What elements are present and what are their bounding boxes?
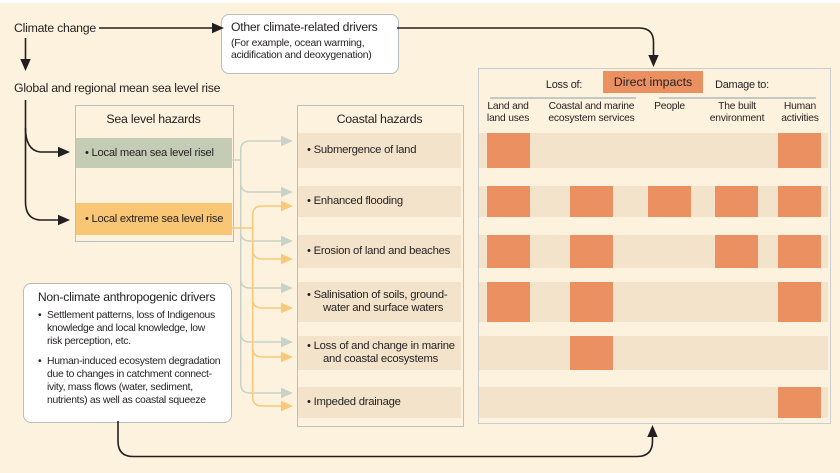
other-drivers-title: Other climate-related drivers xyxy=(231,20,378,34)
coastal-hazard-row: Submergence of land xyxy=(298,133,461,168)
impact-cell xyxy=(487,133,530,168)
impact-cell xyxy=(487,282,530,322)
hazard-label: Erosion of land and beaches xyxy=(298,245,461,258)
arrowhead-right-icon xyxy=(58,146,70,158)
impact-cell xyxy=(715,235,758,268)
local-extreme-slr-bar: Local extreme sea level rise xyxy=(76,203,232,235)
arrow-otherdrivers-to-impacts xyxy=(397,27,655,55)
hazard-label: Submergence of land xyxy=(298,144,461,157)
hazard-label-cont: water and surface waters xyxy=(323,302,444,314)
arrowhead-right-icon xyxy=(58,214,70,226)
impact-matrix-row xyxy=(479,186,828,217)
bullet-line: Human-induced ecosystem degradation xyxy=(38,355,225,368)
coastal-hazard-row: Enhanced flooding xyxy=(298,186,461,217)
column-header-ecosystem: Coastal and marine ecosystem services xyxy=(548,101,635,125)
other-drivers-subtitle-line1: (For example, ocean warming, xyxy=(231,38,365,49)
column-header-people: People xyxy=(654,101,685,112)
mean-slr-arrowheads xyxy=(281,135,293,399)
direct-impacts-badge: Direct impacts xyxy=(603,71,703,93)
bullet-line: nutrients) as well as coastal squeeze xyxy=(47,395,206,407)
other-drivers-subtitle-line2: acidification and deoxygenation) xyxy=(231,50,372,61)
impact-cell xyxy=(778,133,821,168)
impact-cell xyxy=(648,186,691,217)
coastal-hazard-row: Erosion of land and beaches xyxy=(298,235,461,268)
impact-matrix-row xyxy=(479,282,828,322)
mean-slr-connectors xyxy=(232,140,281,394)
bullet-line: ivity, mass flows (water, sediment, xyxy=(47,382,193,394)
coastal-hazard-row: Salinisation of soils, ground- water and… xyxy=(298,282,461,322)
coastal-hazard-row: Loss of and change in marine and coastal… xyxy=(298,336,461,370)
arrowhead-down-icon xyxy=(20,59,31,71)
other-drivers-box xyxy=(221,14,399,74)
column-header-human-activities: Human activities xyxy=(781,101,819,125)
bullet-line: risk perception, etc. xyxy=(47,336,131,348)
impact-matrix-row xyxy=(479,133,828,168)
hazard-label: Impeded drainage xyxy=(298,396,461,409)
top-margin xyxy=(0,0,840,3)
extreme-slr-connectors xyxy=(232,205,281,407)
hazard-label: Salinisation of soils, ground- xyxy=(298,289,461,302)
non-climate-drivers-title: Non-climate anthropogenic drivers xyxy=(37,290,216,304)
arrowhead-down-icon xyxy=(648,55,659,67)
hazard-label: Enhanced flooding xyxy=(298,195,461,208)
column-header-land: Land and land uses xyxy=(486,101,530,125)
local-extreme-slr-label: Local extreme sea level rise xyxy=(76,213,224,226)
global-slr-label: Global and regional mean sea level rise xyxy=(14,81,221,95)
bullet-line: knowledge and local knowledge, low xyxy=(47,323,205,335)
loss-of-underline xyxy=(490,97,636,99)
impact-cell xyxy=(487,235,530,268)
hazard-label-cont: and coastal ecosystems xyxy=(323,353,439,365)
impact-cell xyxy=(715,186,758,217)
column-header-built-environment: The built environment xyxy=(709,101,765,125)
damage-to-header: Damage to: xyxy=(715,79,769,91)
impact-cell xyxy=(487,186,530,217)
damage-to-underline xyxy=(659,97,816,99)
arrow-slr-to-mean xyxy=(24,127,58,153)
bullet-line: Settlement patterns, loss of Indigenous xyxy=(38,309,225,322)
impacts-matrix-panel xyxy=(478,68,831,424)
impact-cell xyxy=(570,186,613,217)
bullet-line: due to changes in catchment connect- xyxy=(47,368,212,380)
local-mean-slr-label: Local mean sea level risel xyxy=(76,147,214,160)
impact-matrix-row xyxy=(479,235,828,268)
loss-of-header: Loss of: xyxy=(545,79,583,91)
non-climate-drivers-bullets: Settlement patterns, loss of Indigenous … xyxy=(33,309,225,407)
impact-cell xyxy=(778,282,821,322)
sea-level-hazards-title: Sea level hazards xyxy=(106,112,201,126)
impact-cell xyxy=(570,235,613,268)
non-climate-drivers-box xyxy=(23,283,232,423)
impact-cell xyxy=(778,186,821,217)
impact-cell xyxy=(570,282,613,322)
coastal-hazards-title: Coastal hazards xyxy=(336,112,423,126)
sea-level-hazards-panel xyxy=(75,105,234,242)
extreme-slr-arrowheads xyxy=(281,200,293,412)
coastal-hazard-row: Impeded drainage xyxy=(298,387,461,418)
impact-cell xyxy=(778,235,821,268)
impact-cell xyxy=(570,336,613,370)
arrowhead-up-icon xyxy=(647,425,658,437)
impact-cell xyxy=(778,387,821,418)
impact-matrix-row xyxy=(479,336,828,370)
hazard-label: Loss of and change in marine xyxy=(298,340,461,353)
climate-change-label: Climate change xyxy=(14,21,96,35)
local-mean-slr-bar: Local mean sea level risel xyxy=(76,138,232,168)
arrow-slr-to-extreme xyxy=(24,100,58,221)
impact-matrix-row xyxy=(479,387,828,418)
